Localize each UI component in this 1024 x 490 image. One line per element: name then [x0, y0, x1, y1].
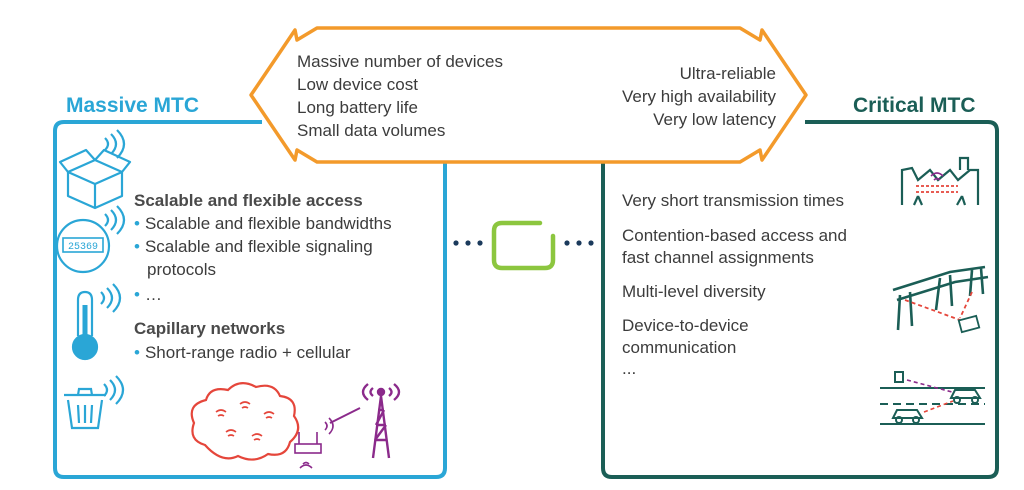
connector-right-dots [564, 240, 594, 246]
arrow-right-item: Very low latency [653, 110, 776, 129]
bullet: • [134, 343, 140, 362]
critical-item: ... [622, 359, 637, 378]
bullet: • [134, 285, 140, 304]
critical-mtc-title: Critical MTC [853, 94, 976, 117]
trash-bin-icon [64, 375, 125, 430]
critical-item: Contention-based access and [622, 226, 847, 245]
arrow-left-item: Long battery life [297, 98, 418, 117]
critical-item: communication [622, 338, 737, 357]
thermometer-icon [71, 283, 122, 361]
massive-mtc-title: Massive MTC [66, 94, 200, 117]
critical-mtc-frame [601, 120, 999, 479]
massive-section1-item: •Scalable and flexible bandwidths [134, 214, 392, 233]
bullet: • [134, 214, 140, 233]
power-lines-icon [892, 265, 989, 334]
massive-section2-title: Capillary networks [134, 319, 286, 338]
critical-item: Multi-level diversity [622, 282, 766, 301]
vehicles-icon [880, 371, 985, 425]
meter-icon: 25369 [55, 205, 126, 274]
critical-item: fast channel assignments [622, 248, 814, 267]
massive-section1-item: •Scalable and flexible signaling [134, 237, 373, 256]
factory-icon [900, 156, 980, 206]
cell-tower-icon [329, 383, 401, 459]
massive-section1-title: Scalable and flexible access [134, 191, 363, 210]
meter-reading: 25369 [68, 242, 98, 253]
arrow-left-item: Low device cost [297, 75, 418, 94]
connector-left-dots [453, 240, 483, 246]
arrow-right-item: Ultra-reliable [679, 64, 776, 83]
critical-item: Very short transmission times [622, 191, 845, 210]
arrow-left-item: Small data volumes [297, 121, 446, 140]
massive-mtc-frame [53, 120, 447, 479]
bullet: • [134, 237, 140, 256]
connection-link-icon [491, 220, 556, 271]
box-icon [58, 129, 132, 210]
massive-section2-item: •Short-range radio + cellular [134, 343, 351, 362]
requirements-arrow [249, 26, 808, 164]
massive-section1-item-cont: protocols [147, 260, 216, 279]
arrow-right-item: Very high availability [621, 87, 776, 106]
massive-ellipsis: •… [134, 285, 162, 304]
critical-item: Device-to-device [622, 316, 749, 335]
cloud-network-icon [190, 382, 334, 469]
arrow-left-item: Massive number of devices [297, 52, 503, 71]
